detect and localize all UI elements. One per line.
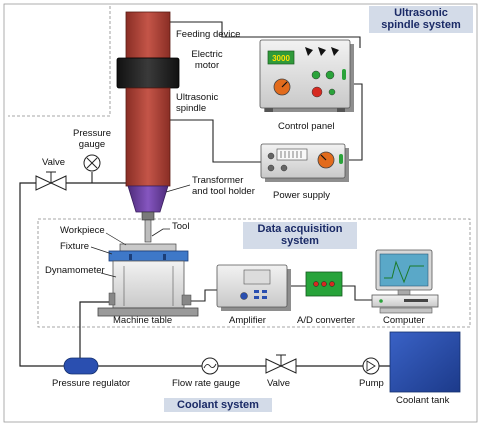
electric-motor [116,57,180,89]
ad-converter-port [313,281,319,287]
coolant-tank [389,331,461,393]
power-supply-switch [339,154,343,164]
label-power-supply: Power supply [273,190,331,201]
label-transformer-tool-holder: Transformer and tool holder [192,175,255,197]
label-flow-rate-gauge: Flow rate gauge [172,378,241,389]
power-supply-dial-needle [320,154,327,161]
control-to-power-line [348,83,363,161]
label-pressure-regulator: Pressure regulator [52,378,131,389]
power-supply-knob [267,164,275,172]
label-pressure-gauge: Pressure gauge [72,128,111,150]
pressure-regulator [63,357,99,375]
computer-screen-signal [384,260,424,284]
spindle-to-power-line [168,119,261,163]
computer-power-led [379,299,383,303]
power-supply-knob [280,164,288,172]
label-valve-bottom: Valve [267,378,291,389]
control-panel-foot [337,108,345,112]
machine-table [97,307,199,317]
power-supply-knob [267,152,275,160]
amplifier-button [262,296,267,299]
pressure-gauge-icon [83,154,101,172]
ad-converter-port [329,281,335,287]
label-tool: Tool [172,221,190,232]
control-panel-arrow-icon [318,47,326,56]
amplifier-button [262,290,267,293]
label-feeding-device: Feeding device [176,29,241,40]
fixture-leader [90,246,113,255]
tool-pointer [151,228,170,237]
section-ultrasonic-spindle-system: Ultrasonic spindle system [369,6,473,33]
label-ad-converter: A/D converter [297,315,356,326]
ad-converter-port [321,281,327,287]
pump-icon [362,357,380,375]
control-panel-arrow-icon [331,47,339,56]
feeding-device [125,11,171,59]
computer-keyboard [379,307,433,314]
control-panel-indicator-red [311,86,323,98]
label-electric-motor: Electric motor [191,49,223,71]
workpiece [119,243,177,252]
label-amplifier: Amplifier [229,315,266,326]
computer-drive [404,299,428,302]
label-valve-top: Valve [42,157,66,168]
amplifier-screen [243,269,271,285]
ad-to-computer-line [342,285,376,301]
computer-stand [397,289,411,296]
control-panel-display-value: 3000 [272,54,290,63]
fixture-bolt-left [129,254,132,260]
dynamometer [112,260,185,309]
control-panel-dial-needle [281,81,288,88]
label-machine-table: Machine table [113,315,173,326]
label-fixture: Fixture [60,241,90,252]
flow-rate-gauge-icon [201,357,219,375]
control-panel-indicator-green [328,88,336,96]
workpiece-drain-line [79,301,110,366]
label-pump: Pump [359,378,384,389]
section-data-acquisition-system: Data acquisition system [243,222,357,249]
control-panel-indicator-green [325,70,335,80]
tool [144,219,152,243]
label-coolant-tank: Coolant tank [396,395,450,406]
tool-holder-neck [141,211,155,221]
amplifier-knob [240,292,248,300]
label-workpiece: Workpiece [60,225,105,236]
ultrasonic-spindle [125,87,171,187]
outer-frame [3,3,478,423]
dynamometer-leader [100,272,117,278]
transformer-leader [165,184,191,193]
power-supply-meter [276,148,308,161]
data-acquisition-boundary [37,218,471,328]
fixture [108,250,189,262]
workpiece-leader [105,232,127,246]
control-panel-arrow-icon [305,47,313,56]
feeding-device-line [170,21,361,48]
spindle-system-boundary [8,6,111,117]
label-computer: Computer [383,315,425,326]
dynamometer-connector-right [181,294,192,306]
fixture-bolt-right [163,254,166,260]
section-coolant-system: Coolant system [164,398,272,413]
dynamometer-connector-left [108,292,116,306]
valve-bottom [265,354,297,374]
valve-top [35,171,67,191]
transformer-tool-holder [127,185,169,213]
control-panel-indicator-green [311,70,321,80]
amplifier-button [254,290,259,293]
label-control-panel: Control panel [278,121,335,132]
amplifier-button [254,296,259,299]
label-dynamometer: Dynamometer [45,265,105,276]
control-panel-display [267,50,295,65]
control-panel-foot [265,108,273,112]
dynamometer-to-amplifier-line [190,289,217,302]
label-ultrasonic-spindle: Ultrasonic spindle [176,92,219,114]
control-panel-switch [342,69,346,80]
